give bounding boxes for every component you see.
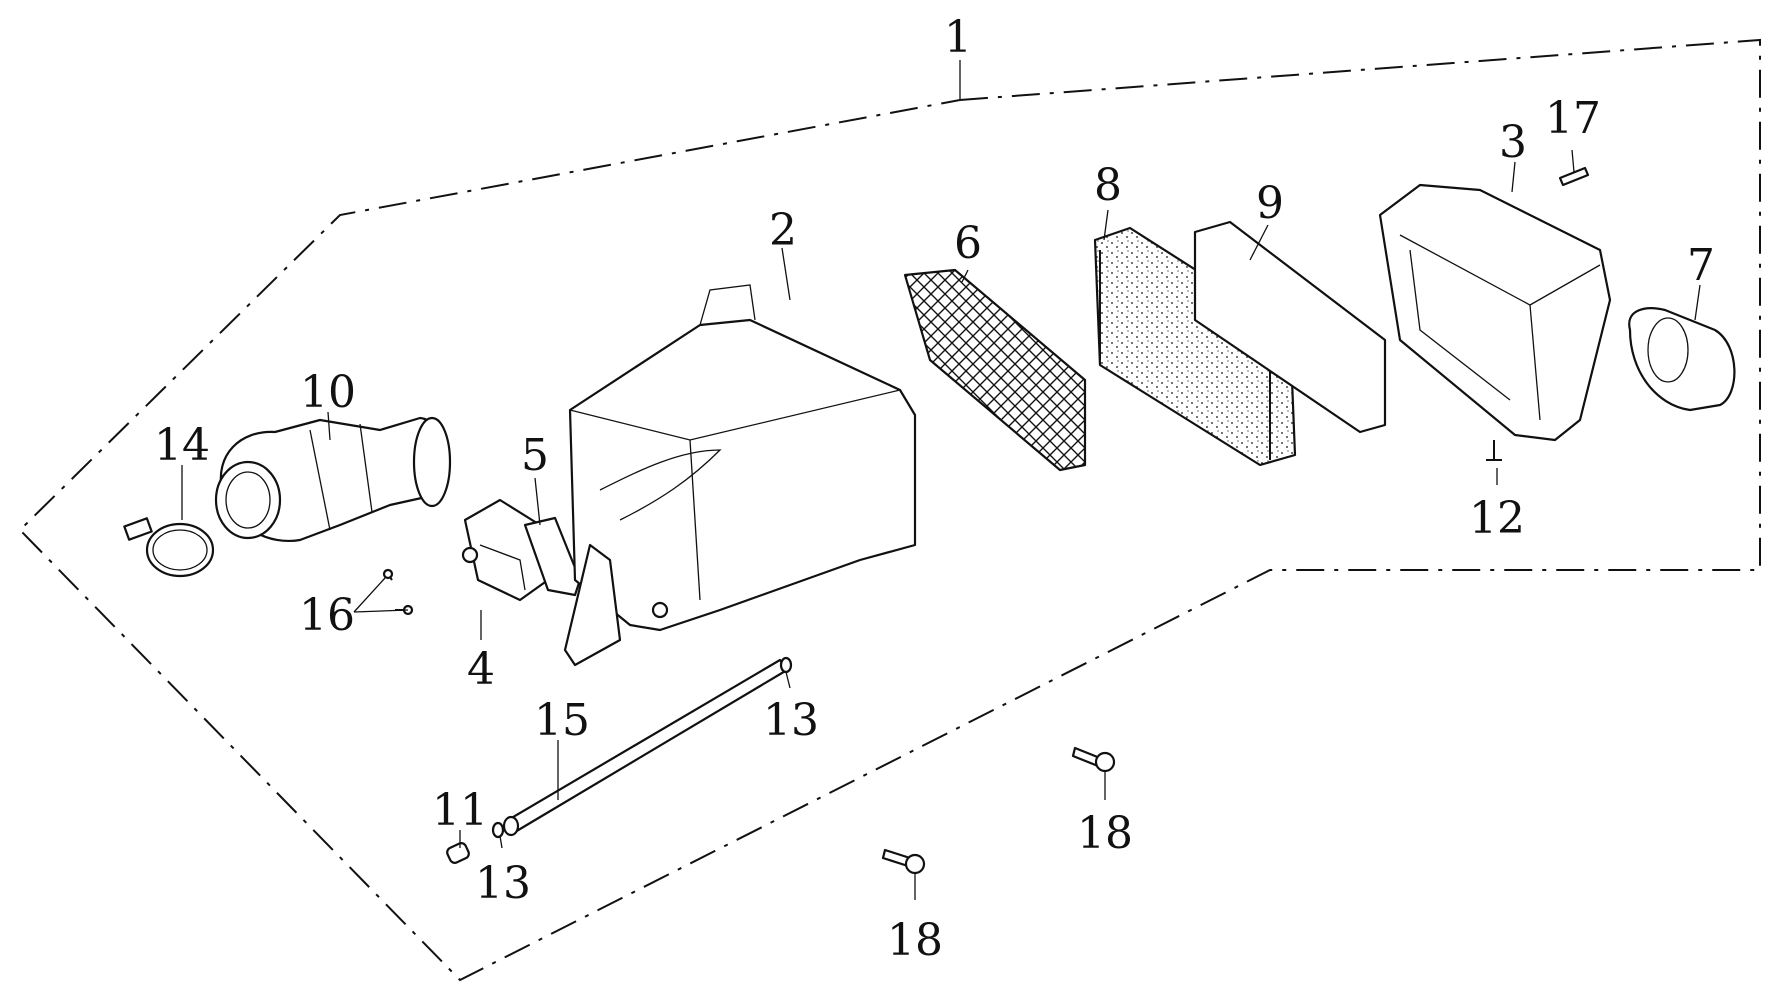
callout-9: 9 — [1256, 178, 1284, 229]
callout-2: 2 — [769, 205, 797, 256]
bracket-part — [523, 516, 582, 597]
stud-part-17 — [1558, 166, 1590, 187]
intake-duct-part — [214, 416, 452, 542]
callout-12: 12 — [1469, 493, 1525, 544]
air-cleaner-case-part — [563, 284, 917, 667]
mesh-screen-part — [903, 268, 1087, 472]
callout-6: 6 — [954, 218, 982, 269]
screw-parts-16 — [382, 568, 414, 616]
assembly-boundary — [18, 38, 1761, 982]
callout-17: 17 — [1545, 93, 1601, 144]
inlet-funnel-part — [1628, 307, 1736, 412]
callout-11: 11 — [432, 785, 488, 836]
screw-part-12 — [1486, 440, 1502, 461]
case-cover-part — [1378, 183, 1612, 442]
callout-18-right: 18 — [1077, 808, 1133, 859]
callout-10: 10 — [300, 367, 356, 418]
callout-16: 16 — [299, 590, 355, 641]
bolt-parts-18 — [881, 746, 1116, 875]
drain-tube-part — [502, 658, 789, 837]
callout-7: 7 — [1687, 240, 1715, 291]
callout-15: 15 — [534, 695, 590, 746]
callout-3: 3 — [1499, 117, 1527, 168]
callout-18-lower: 18 — [887, 915, 943, 966]
callout-13-upper: 13 — [763, 695, 819, 746]
paper-element-part — [1193, 220, 1387, 434]
callout-5: 5 — [521, 430, 549, 481]
leader-lines — [181, 60, 1701, 900]
callout-14: 14 — [154, 420, 210, 471]
callout-1: 1 — [944, 12, 972, 63]
callout-4: 4 — [467, 644, 495, 695]
callout-13-lower: 13 — [475, 858, 531, 909]
plug-part — [446, 842, 470, 864]
clip-parts — [491, 656, 793, 839]
hose-clamp-part — [123, 517, 215, 578]
callout-8: 8 — [1094, 160, 1122, 211]
